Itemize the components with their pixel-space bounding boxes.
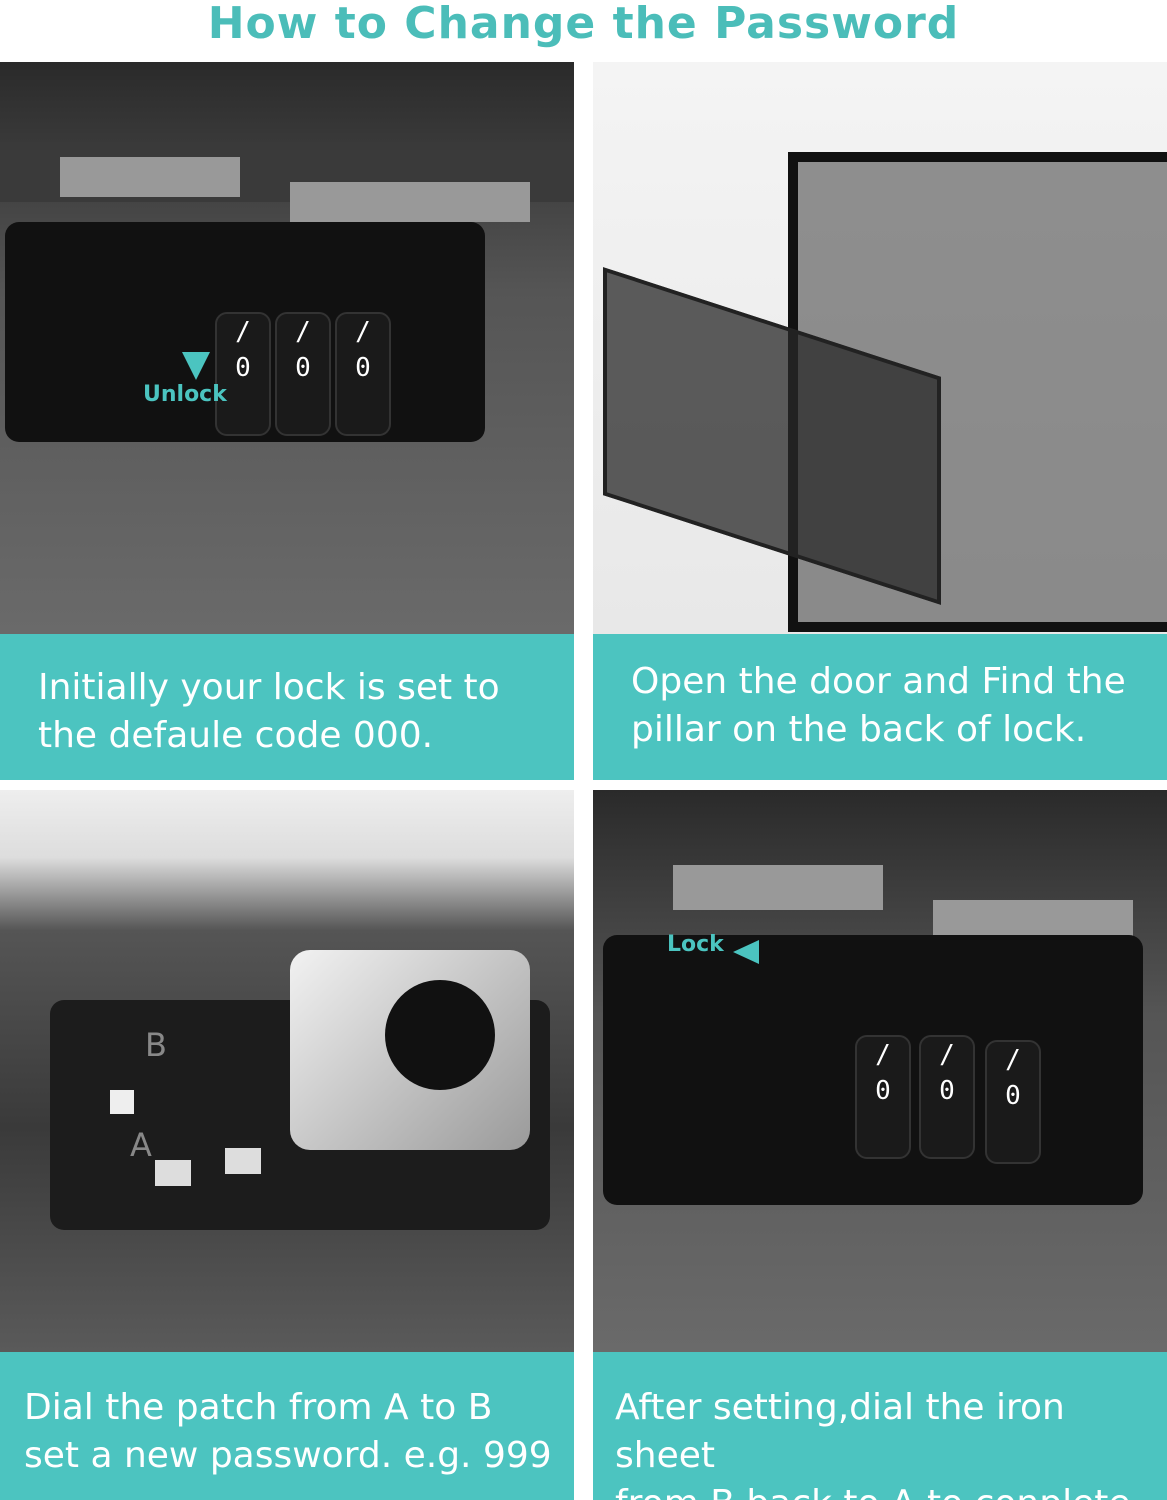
step-1-caption: Initially your lock is set to the defaul…: [0, 634, 574, 780]
lock-label: Lock: [667, 932, 724, 957]
caption-line: Initially your lock is set to: [38, 667, 500, 708]
step-4-caption: After setting,dial the iron sheet from B…: [593, 1352, 1167, 1500]
caption-line: After setting,dial the iron sheet: [615, 1387, 1065, 1476]
arrow-left-icon: [733, 940, 759, 964]
lock-back-image: B A: [0, 790, 574, 1352]
label-b: B: [145, 1026, 167, 1064]
lock-lock-image: /0 /0 /0 Lock: [593, 790, 1167, 1352]
caption-line: pillar on the back of lock.: [631, 709, 1087, 750]
unlock-label: Unlock: [143, 382, 227, 407]
step-4-panel: /0 /0 /0 Lock After setting,dial the iro…: [593, 790, 1167, 1500]
page-title: How to Change the Password: [207, 0, 960, 49]
step-2-panel: Open the door and Find the pillar on the…: [593, 62, 1167, 780]
label-a: A: [130, 1126, 152, 1164]
open-door-image: [593, 62, 1167, 634]
step-3-caption: Dial the patch from A to B set a new pas…: [0, 1352, 574, 1500]
step-2-caption: Open the door and Find the pillar on the…: [593, 634, 1167, 780]
lock-unlock-image: /0 /0 /0 Unlock: [0, 62, 574, 634]
caption-line: the defaule code 000.: [38, 715, 434, 756]
caption-line: from B back to A to conplete.: [615, 1480, 1167, 1500]
arrow-down-icon: [182, 352, 210, 380]
caption-line: Dial the patch from A to B: [24, 1387, 493, 1428]
step-1-panel: /0 /0 /0 Unlock Initially your lock is s…: [0, 62, 574, 780]
step-3-panel: B A Dial the patch from A to B set a new…: [0, 790, 574, 1500]
caption-line: Open the door and Find the: [631, 661, 1126, 702]
caption-line: set a new password. e.g. 999: [24, 1435, 552, 1476]
